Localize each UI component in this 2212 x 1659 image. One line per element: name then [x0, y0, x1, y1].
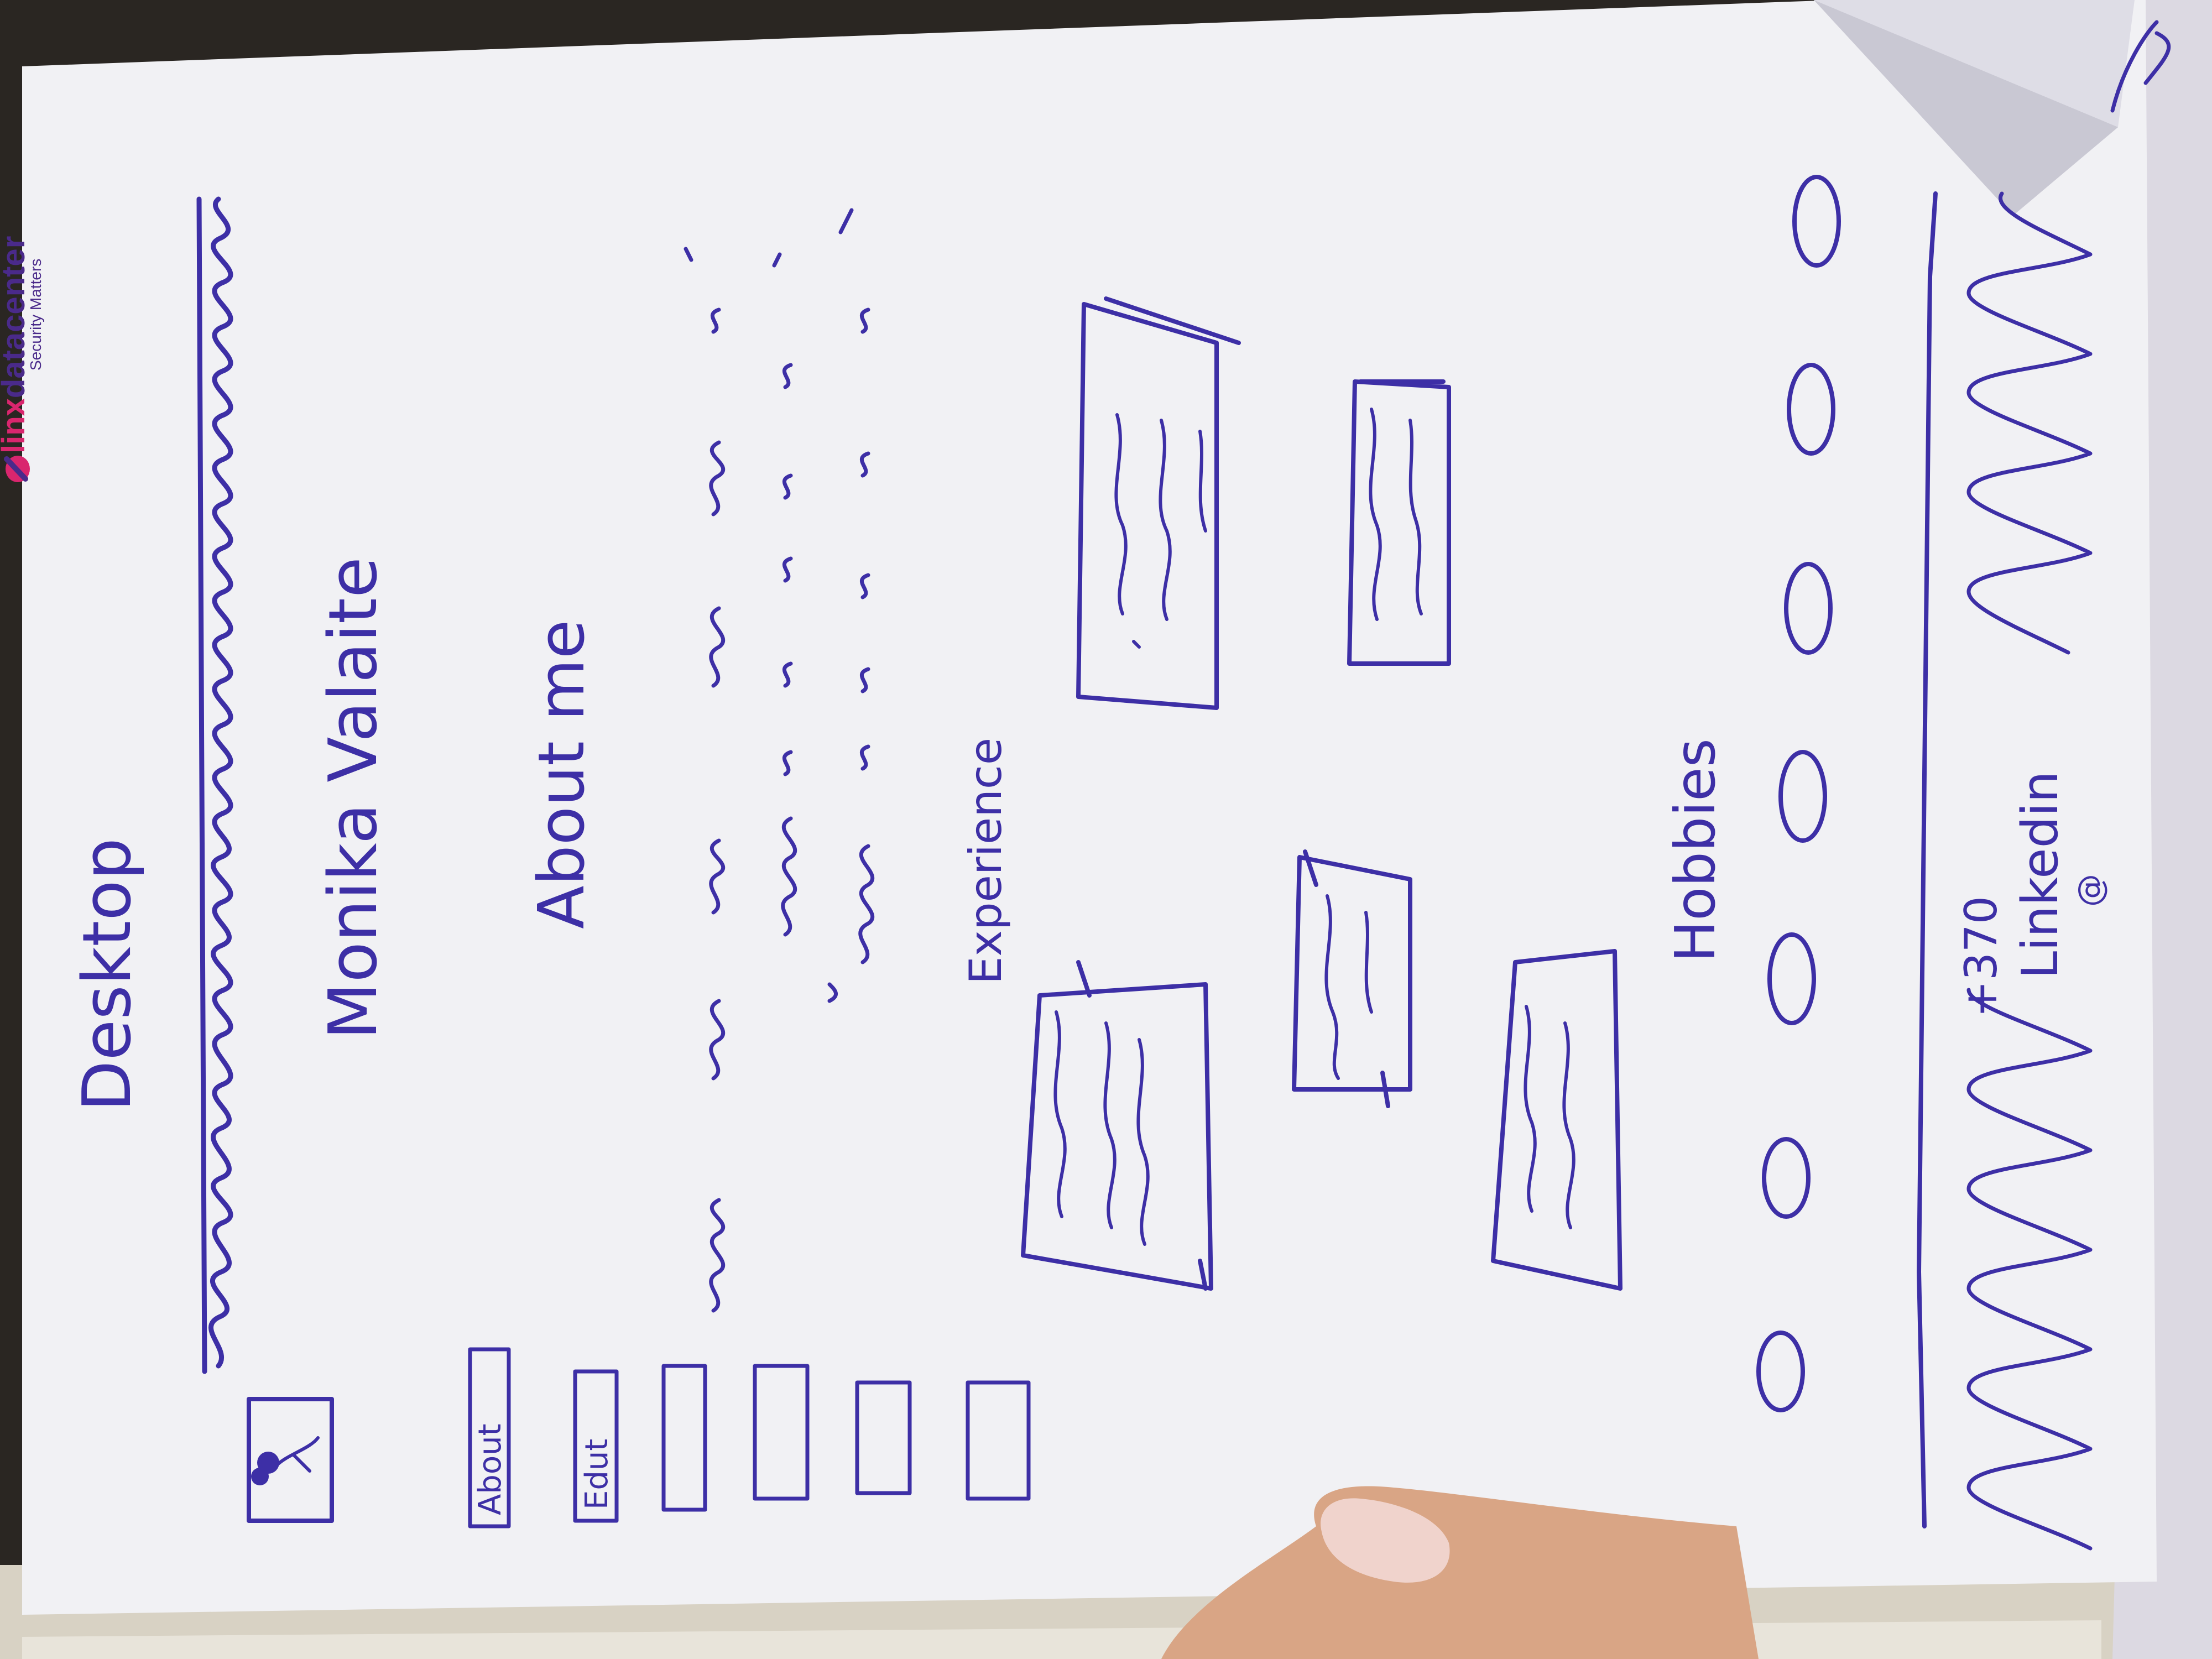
next-page-right [2046, 0, 2212, 1659]
experience-card-2 [1076, 296, 1241, 710]
header-logo-box [247, 1397, 334, 1523]
header-name: Monika Valaite [315, 557, 392, 1040]
hobby-icon [1792, 175, 1841, 268]
hobby-icon [1756, 1331, 1805, 1412]
hobby-icon [1778, 750, 1827, 843]
experience-card-3 [1292, 849, 1412, 1108]
about-title: About me [525, 620, 599, 929]
footer-at-sign: @ [2071, 874, 2110, 907]
nav-item-5[interactable] [855, 1380, 912, 1495]
experience-card-1 [1021, 960, 1213, 1291]
hobby-icons [1756, 175, 1841, 1412]
page-label: Desktop [69, 838, 146, 1112]
nav-item-label: About [472, 1423, 508, 1515]
hobbies-title: Hobbies [1663, 738, 1728, 962]
footer-divider [1917, 191, 1938, 1528]
footer-scribble [1966, 20, 2171, 1551]
footer-linkedin: Linkedin [2011, 771, 2069, 979]
experience-title: Experience [960, 738, 1011, 984]
hobby-icon [1762, 1137, 1811, 1219]
paper-sheet [22, 0, 2157, 1615]
experience-card-5 [1491, 949, 1623, 1291]
hobby-icon [1767, 932, 1816, 1025]
finger [1161, 1486, 1759, 1659]
linx-swoosh-icon [4, 456, 30, 482]
experience-card-4 [1347, 379, 1451, 666]
folded-corner-shadow [1814, 0, 2118, 216]
hobby-icon [1787, 363, 1835, 456]
header-scribble [196, 196, 233, 1374]
nav-item-4[interactable] [753, 1364, 810, 1501]
logo-brand: linxdatacenter [0, 236, 32, 453]
footer-phone: +370 [1955, 896, 2007, 1018]
nav-item-6[interactable] [966, 1380, 1031, 1501]
fingernail [1321, 1498, 1450, 1583]
nav-menu: About Edut [468, 1347, 1031, 1528]
nav-item-about[interactable]: About [468, 1347, 511, 1528]
nav-item-label: Edut [579, 1439, 615, 1510]
tree-icon [251, 1436, 320, 1485]
nav-item-3[interactable] [661, 1364, 707, 1512]
hobby-icon [1784, 562, 1833, 655]
nav-item-edut[interactable]: Edut [573, 1369, 619, 1523]
about-text-scribbles [684, 208, 875, 1313]
logo-group: linxdatacenter Security Matters [0, 236, 44, 482]
logo-tagline: Security Matters [27, 259, 44, 371]
